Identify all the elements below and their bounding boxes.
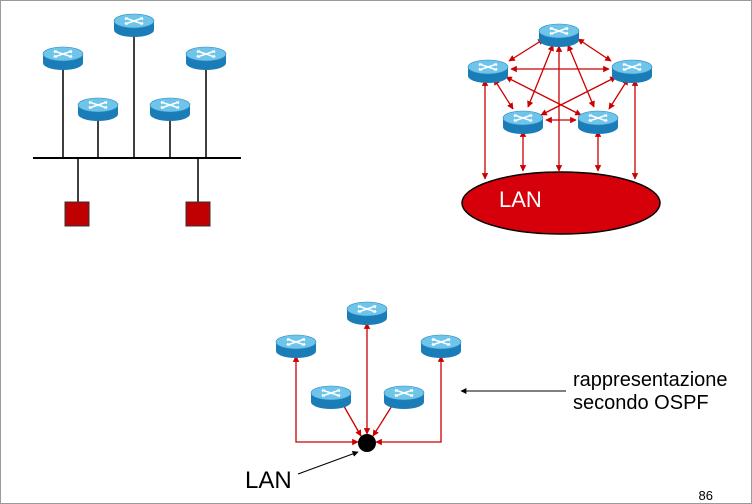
mesh-link xyxy=(493,78,514,110)
mesh-link xyxy=(567,44,595,108)
router-icon xyxy=(420,334,462,359)
router-icon xyxy=(310,385,352,410)
lan-pointer-arrow xyxy=(297,451,359,475)
mesh-link xyxy=(505,76,582,116)
page-number: 86 xyxy=(698,488,713,503)
mesh-link xyxy=(608,78,629,110)
ospf-star-section xyxy=(275,301,566,475)
lan-ellipse xyxy=(461,171,661,235)
router-icon xyxy=(502,110,544,135)
lan-pointer-label: LAN xyxy=(245,467,292,494)
router-icon xyxy=(577,110,619,135)
host-square xyxy=(64,201,90,227)
lan-label: LAN xyxy=(499,187,542,212)
full-mesh-section xyxy=(461,23,661,235)
router-icon xyxy=(383,385,425,410)
router-icon xyxy=(185,46,227,71)
ospf-caption: rappresentazione secondo OSPF xyxy=(573,369,728,415)
bus-lan-section xyxy=(33,13,241,227)
mesh-link xyxy=(577,38,612,62)
router-icon xyxy=(611,59,653,84)
mesh-link xyxy=(527,44,554,108)
mesh-link xyxy=(540,76,617,116)
router-icon xyxy=(113,13,155,38)
router-icon xyxy=(538,23,580,48)
star-link xyxy=(375,355,445,446)
router-icon xyxy=(149,97,191,122)
star-link xyxy=(292,355,359,446)
router-icon xyxy=(346,301,388,326)
router-icon xyxy=(42,46,84,71)
router-icon xyxy=(275,334,317,359)
router-icon xyxy=(467,59,509,84)
router-icon xyxy=(77,97,119,122)
host-square xyxy=(185,201,211,227)
mesh-link xyxy=(508,38,545,62)
caption-line-1: rappresentazione xyxy=(573,369,728,391)
caption-line-2: secondo OSPF xyxy=(573,392,709,414)
lan-node-dot xyxy=(358,434,376,452)
